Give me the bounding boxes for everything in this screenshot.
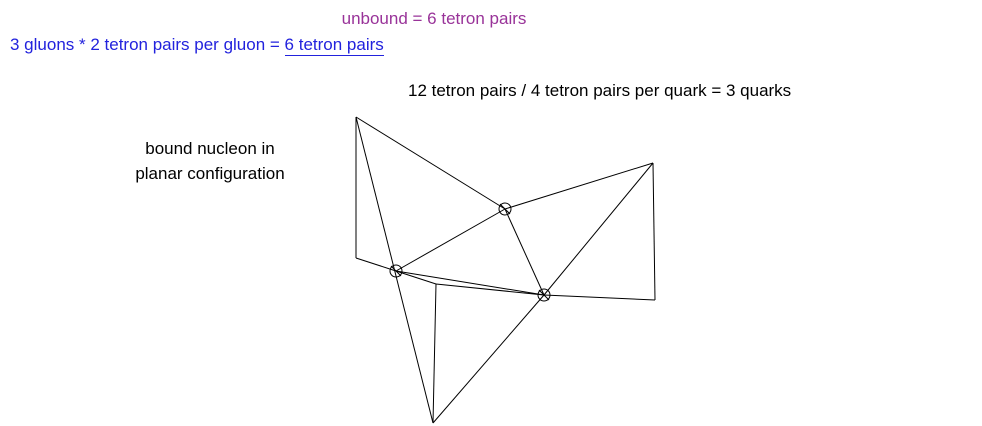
edge-top-to-center: [355, 116, 506, 210]
edge-left-node-to-right-node: [395, 270, 545, 296]
edge-center-to-right-node: [504, 208, 545, 296]
edge-right-bottom-to-right-node: [543, 294, 656, 301]
edge-right-top-to-right-node: [543, 162, 654, 296]
edge-left-node-to-center: [395, 208, 506, 272]
caption-line-1: bound nucleon in: [145, 139, 275, 158]
edge-left-node-to-notch: [395, 270, 437, 285]
caption-line-2: planar configuration: [135, 164, 285, 183]
node-left: [389, 264, 403, 278]
edge-right-top-to-right-bottom: [652, 162, 656, 301]
edge-right-node-to-bottom: [432, 294, 545, 424]
edge-notch-to-bottom: [432, 283, 437, 424]
edge-center-to-right-top: [504, 162, 654, 210]
gluons-annotation-result: 6 tetron pairs: [284, 35, 384, 56]
gluons-annotation-prefix: 3 gluons * 2 tetron pairs per gluon =: [10, 35, 285, 54]
nucleon-caption: bound nucleon in planar configuration: [112, 136, 308, 186]
unbound-annotation: unbound = 6 tetron pairs: [341, 9, 527, 28]
gluons-annotation: 3 gluons * 2 tetron pairs per gluon = 6 …: [10, 35, 384, 56]
edge-left-outer-to-left-node: [355, 257, 397, 272]
node-right: [537, 288, 551, 302]
edge-notch-to-right-node: [435, 283, 545, 296]
quarks-annotation: 12 tetron pairs / 4 tetron pairs per qua…: [408, 81, 792, 100]
node-center: [498, 202, 512, 216]
